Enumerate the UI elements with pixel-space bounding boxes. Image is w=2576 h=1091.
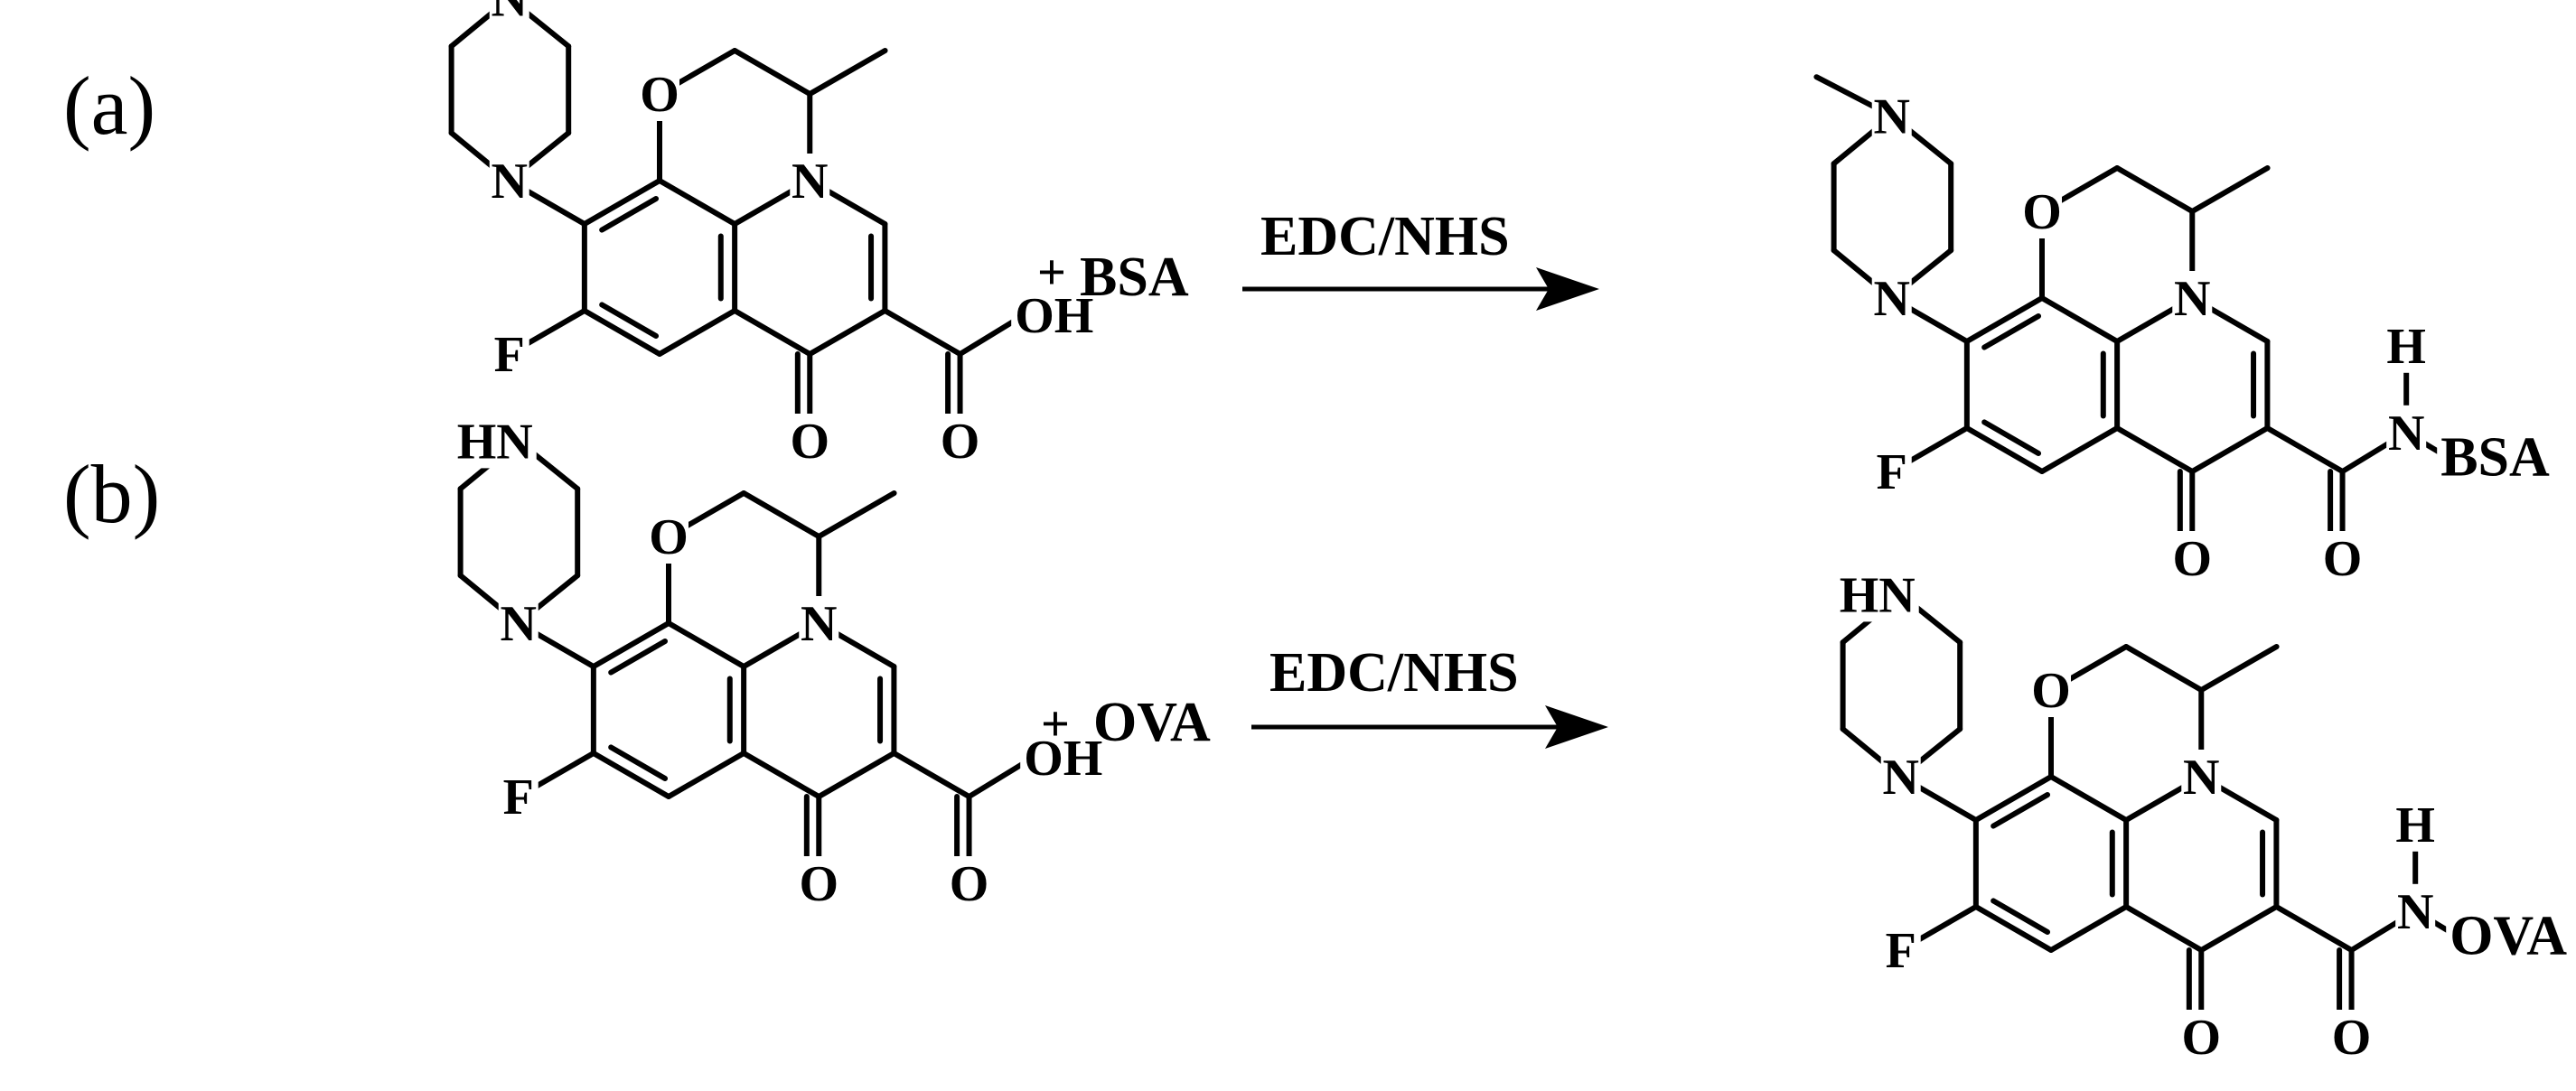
double-bond: [1981, 419, 2042, 456]
piperazine-nitrogen-label: N: [1874, 271, 1910, 327]
plus-sign-b: +: [1041, 696, 1070, 752]
piperazine-amine-label: N: [1874, 89, 1910, 145]
bond-lines: [1840, 592, 2462, 1040]
reactant-norfloxacin-analog-b: O N O O F N HN OH: [457, 414, 1102, 912]
double-bond: [1991, 792, 2051, 829]
fluorine-label: F: [494, 327, 525, 383]
conditions-label-a: EDC/NHS: [1260, 206, 1510, 267]
bond: [666, 620, 747, 669]
bond: [2114, 425, 2196, 474]
fluorine-label: F: [503, 769, 534, 825]
reaction-arrow-a: [1242, 267, 1599, 311]
bond: [1972, 904, 2054, 953]
hydroxyl-label: OH: [1024, 731, 1102, 787]
double-bond: [608, 744, 669, 781]
ketone-oxygen-label: O: [2172, 531, 2212, 587]
bond: [2198, 644, 2280, 693]
panel-label-b: (b): [63, 448, 160, 540]
conditions-label-b: EDC/NHS: [1269, 642, 1519, 704]
bond: [2039, 295, 2121, 344]
bond: [2198, 904, 2280, 953]
bond: [2189, 165, 2271, 214]
bond: [1972, 774, 2054, 823]
double-bond: [599, 302, 660, 339]
ketone-oxygen-label: O: [799, 856, 838, 912]
fluorine-label: F: [1886, 923, 1916, 979]
bond: [891, 751, 972, 799]
double-bond: [1991, 898, 2051, 935]
piperazine-amine-label: N: [492, 0, 528, 27]
ring-nitrogen-label: N: [2174, 271, 2210, 327]
carbonyl-oxygen-label: O: [950, 856, 989, 912]
bond: [741, 490, 822, 539]
bond: [2039, 425, 2121, 474]
bond: [2048, 904, 2130, 953]
reactant-ofloxacin-a: O N O O F N N OH: [448, 0, 1093, 470]
bond: [2264, 425, 2346, 474]
carbonyl-oxygen-label: O: [941, 414, 980, 470]
ketone-oxygen-label: O: [2181, 1010, 2221, 1066]
bond: [657, 308, 738, 357]
piperazine-amine-label: HN: [457, 414, 533, 470]
double-bond: [1981, 313, 2042, 350]
amide-hydrogen-label: H: [2386, 319, 2426, 375]
bond: [1963, 425, 2045, 474]
piperazine-nitrogen-label: N: [492, 154, 528, 210]
protein-conjugate-label: BSA: [2440, 427, 2550, 489]
ketone-oxygen-label: O: [790, 414, 829, 470]
protein-conjugate-label: OVA: [2450, 906, 2567, 967]
bond: [657, 178, 738, 227]
bond: [590, 751, 671, 799]
bond: [2189, 425, 2271, 474]
ring-nitrogen-label: N: [2183, 750, 2219, 806]
bond: [807, 48, 888, 97]
ring-oxygen-label: O: [640, 67, 679, 123]
amide-nitrogen-label: N: [2397, 884, 2433, 940]
bond: [807, 308, 888, 357]
bond: [590, 620, 671, 669]
bond-lines: [448, 0, 1027, 443]
bond: [816, 751, 897, 799]
reagent-ova: OVA: [1093, 692, 1211, 753]
double-bond: [608, 639, 669, 676]
double-bond: [599, 196, 660, 233]
amide-hydrogen-label: H: [2395, 797, 2435, 853]
bond: [666, 751, 747, 799]
bond: [2048, 774, 2130, 823]
ring-oxygen-label: O: [2022, 184, 2062, 240]
bond: [1963, 295, 2045, 344]
bond: [581, 308, 662, 357]
ring-nitrogen-label: N: [792, 154, 828, 210]
bond: [2114, 165, 2196, 214]
bond: [732, 308, 813, 357]
amide-nitrogen-label: N: [2388, 406, 2424, 462]
panel-label-a: (a): [63, 60, 155, 152]
piperazine-nitrogen-label: N: [501, 596, 537, 652]
carbonyl-oxygen-label: O: [2332, 1010, 2372, 1066]
hydroxyl-label: OH: [1015, 288, 1093, 344]
bond: [816, 490, 897, 539]
bond: [2123, 904, 2205, 953]
bond-lines: [457, 438, 1036, 886]
bond: [581, 178, 662, 227]
bond: [2273, 904, 2355, 953]
carbonyl-oxygen-label: O: [2323, 531, 2363, 587]
bond: [882, 308, 963, 357]
bond: [2123, 644, 2205, 693]
piperazine-nitrogen-label: N: [1883, 750, 1919, 806]
piperazine-amine-label: HN: [1840, 567, 1916, 623]
reagent-bsa: BSA: [1080, 247, 1189, 308]
ring-oxygen-label: O: [2031, 663, 2071, 719]
reaction-arrow-b: [1251, 705, 1608, 749]
bond: [732, 48, 813, 97]
ring-nitrogen-label: N: [801, 596, 837, 652]
plus-sign-a: +: [1037, 245, 1066, 301]
bond: [741, 751, 822, 799]
fluorine-label: F: [1877, 444, 1907, 500]
ring-oxygen-label: O: [649, 509, 688, 565]
